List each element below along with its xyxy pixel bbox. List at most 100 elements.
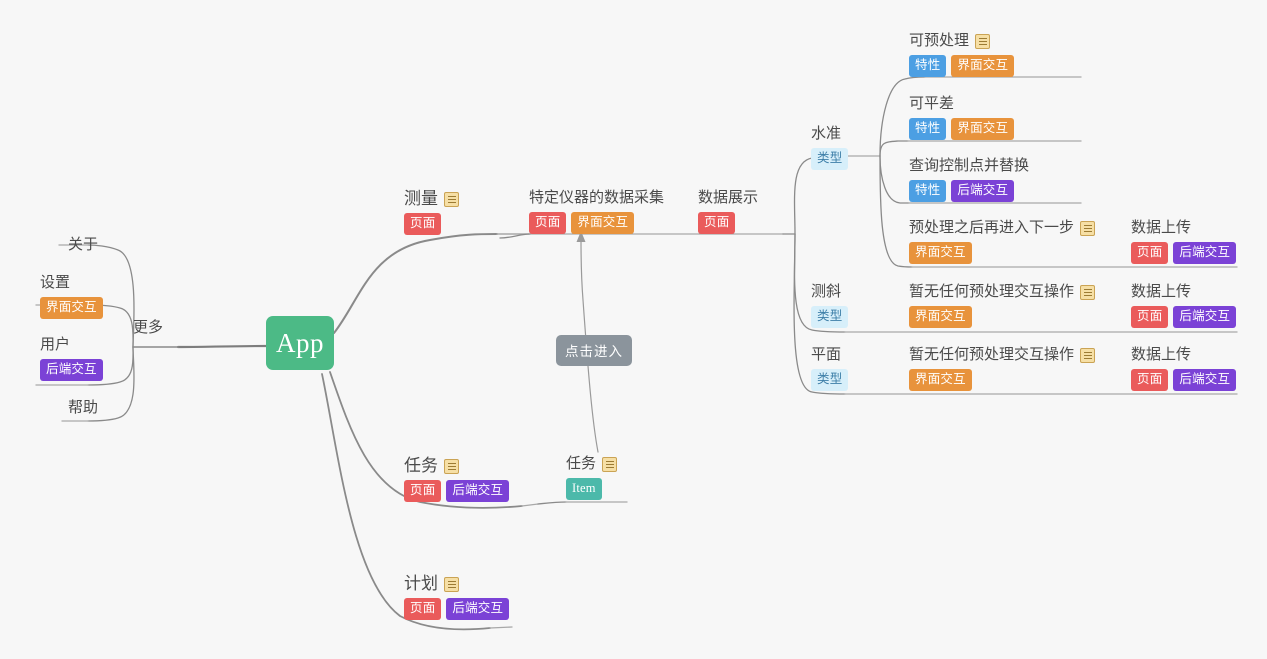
tag-ui[interactable]: 界面交互 [909,306,972,328]
tag-item[interactable]: Item [566,478,602,500]
tag-page[interactable]: 页面 [698,212,736,234]
note-icon[interactable] [975,33,991,49]
node-level-adjust[interactable]: 可平差 特性 界面交互 [909,94,1015,140]
tag-ui[interactable]: 界面交互 [951,55,1015,77]
note-icon[interactable] [1080,220,1096,236]
node-task-item-title: 任务 [566,454,618,474]
tag-backend[interactable]: 后端交互 [40,359,103,381]
note-icon[interactable] [444,576,459,592]
node-measure[interactable]: 测量 页面 [404,189,459,235]
node-data-display-title: 数据展示 [698,190,759,206]
tag-ui[interactable]: 界面交互 [571,212,635,234]
node-settings[interactable]: 设置 界面交互 [40,273,103,319]
node-task-text: 任务 [404,456,438,475]
node-incline-none-text: 暂无任何预处理交互操作 [909,284,1075,300]
note-icon[interactable] [1080,347,1096,363]
node-plane-upload-tags: 页面 后端交互 [1131,369,1237,391]
node-level-next-title: 预处理之后再进入下一步 [909,218,1096,238]
node-level-upload[interactable]: 数据上传 页面 后端交互 [1131,218,1237,264]
arrow-label-click-to-enter[interactable]: 点击进入 [556,335,632,366]
tag-ui[interactable]: 界面交互 [951,118,1015,140]
note-icon[interactable] [444,458,459,474]
tag-page[interactable]: 页面 [404,480,442,502]
node-level-adjust-title: 可平差 [909,96,955,112]
node-about[interactable]: 关于 [68,235,98,255]
tag-page[interactable]: 页面 [404,598,442,620]
node-task-title: 任务 [404,456,509,476]
tag-ui[interactable]: 界面交互 [909,369,972,391]
node-incline-none-tags: 界面交互 [909,306,1095,328]
node-task[interactable]: 任务 页面 后端交互 [404,456,510,502]
node-level-upload-title: 数据上传 [1131,220,1192,236]
tag-backend[interactable]: 后端交互 [951,180,1015,202]
node-measure-title: 测量 [404,189,459,209]
tag-backend[interactable]: 后端交互 [1173,306,1237,328]
tag-ui[interactable]: 界面交互 [909,242,972,264]
node-plan-title: 计划 [404,574,509,594]
node-incline[interactable]: 测斜 类型 [811,282,849,328]
node-user[interactable]: 用户 后端交互 [40,335,103,381]
node-level-pre-text: 可预处理 [909,33,970,49]
node-measure-tags: 页面 [404,213,459,235]
node-incline-title: 测斜 [811,284,842,300]
node-task-item[interactable]: 任务 Item [566,454,618,500]
node-incline-none[interactable]: 暂无任何预处理交互操作 界面交互 [909,282,1096,328]
node-level[interactable]: 水准 类型 [811,124,849,170]
root-node-app[interactable]: App [266,316,334,370]
node-data-display[interactable]: 数据展示 页面 [698,188,758,234]
node-plane-tags: 类型 [811,369,849,391]
node-incline-tags: 类型 [811,306,849,328]
root-node-label: App [276,327,324,358]
tag-page[interactable]: 页面 [404,213,442,235]
note-icon[interactable] [444,191,459,207]
node-task-tags: 页面 后端交互 [404,480,510,502]
note-icon[interactable] [1080,284,1096,300]
node-plane-title: 平面 [811,347,842,363]
node-plane[interactable]: 平面 类型 [811,345,849,391]
node-more-title: 更多 [133,320,164,336]
tag-page[interactable]: 页面 [1131,306,1169,328]
node-incline-upload-tags: 页面 后端交互 [1131,306,1237,328]
tag-page[interactable]: 页面 [529,212,567,234]
node-level-pre-title: 可预处理 [909,31,1014,51]
node-settings-title: 设置 [40,275,71,291]
node-plan[interactable]: 计划 页面 后端交互 [404,574,510,620]
tag-type[interactable]: 类型 [811,369,849,391]
tag-feature[interactable]: 特性 [909,55,947,77]
tag-backend[interactable]: 后端交互 [1173,242,1237,264]
node-user-tags: 后端交互 [40,359,103,381]
node-plane-upload-title: 数据上传 [1131,347,1192,363]
node-level-adjust-tags: 特性 界面交互 [909,118,1015,140]
node-more[interactable]: 更多 [133,318,163,338]
tag-type[interactable]: 类型 [811,306,849,328]
node-incline-none-title: 暂无任何预处理交互操作 [909,282,1096,302]
tag-backend[interactable]: 后端交互 [446,598,510,620]
tag-ui[interactable]: 界面交互 [40,297,103,319]
node-about-title: 关于 [68,237,99,253]
tag-backend[interactable]: 后端交互 [1173,369,1237,391]
node-device-collect[interactable]: 特定仪器的数据采集 页面 界面交互 [529,188,664,234]
node-plane-none-text: 暂无任何预处理交互操作 [909,347,1075,363]
node-task-item-text: 任务 [566,456,597,472]
node-plan-text: 计划 [404,574,438,593]
node-level-pre-tags: 特性 界面交互 [909,55,1015,77]
tag-page[interactable]: 页面 [1131,369,1169,391]
node-level-next[interactable]: 预处理之后再进入下一步 界面交互 [909,218,1096,264]
note-icon[interactable] [602,456,618,472]
node-help[interactable]: 帮助 [68,398,98,418]
tag-type[interactable]: 类型 [811,148,849,170]
node-plane-none[interactable]: 暂无任何预处理交互操作 界面交互 [909,345,1096,391]
tag-feature[interactable]: 特性 [909,180,947,202]
node-level-pre[interactable]: 可预处理 特性 界面交互 [909,31,1015,77]
tag-backend[interactable]: 后端交互 [446,480,510,502]
node-level-query[interactable]: 查询控制点并替换 特性 后端交互 [909,156,1029,202]
node-plane-upload[interactable]: 数据上传 页面 后端交互 [1131,345,1237,391]
node-level-title: 水准 [811,126,842,142]
tag-feature[interactable]: 特性 [909,118,947,140]
node-plan-tags: 页面 后端交互 [404,598,510,620]
node-level-tags: 类型 [811,148,849,170]
tag-page[interactable]: 页面 [1131,242,1169,264]
node-incline-upload[interactable]: 数据上传 页面 后端交互 [1131,282,1237,328]
node-level-upload-tags: 页面 后端交互 [1131,242,1237,264]
